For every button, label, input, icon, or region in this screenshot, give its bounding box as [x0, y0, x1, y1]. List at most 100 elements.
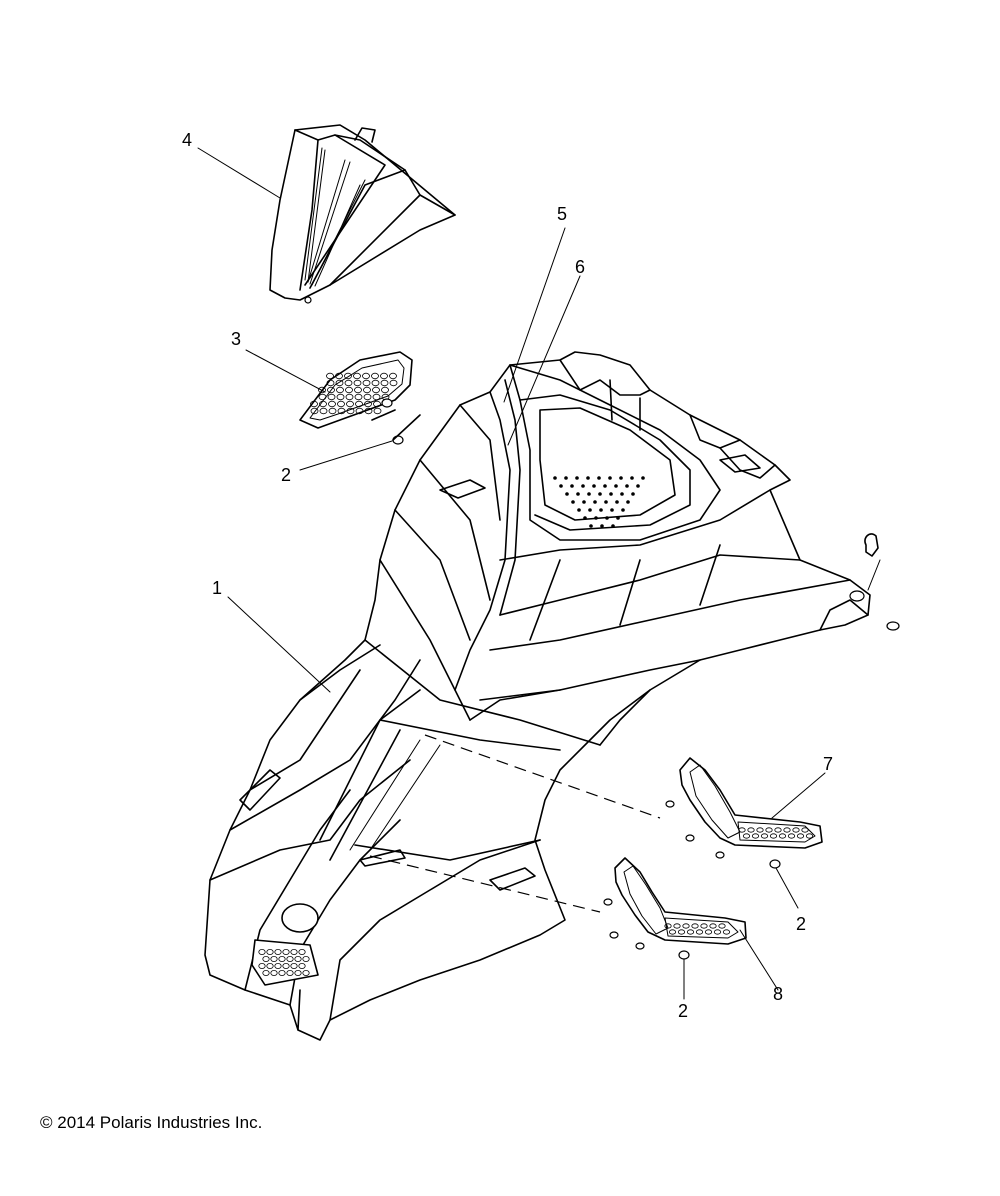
mesh-cell	[266, 963, 274, 970]
mesh-cell	[774, 827, 782, 833]
mesh-cell	[270, 956, 278, 963]
mesh-cell	[673, 923, 681, 929]
mesh-cell	[337, 407, 346, 415]
perforation-dot	[610, 508, 614, 512]
callout-6: 6	[575, 257, 585, 277]
perforation-dot	[587, 492, 591, 496]
perforation-dot	[559, 484, 563, 488]
mesh-cell	[668, 929, 677, 935]
perforation-dot	[582, 500, 586, 504]
callout-4: 4	[182, 130, 192, 150]
mesh-cell	[326, 372, 334, 380]
perforation-dot	[620, 492, 624, 496]
mesh-cell	[327, 393, 336, 401]
front-grille-mesh	[258, 949, 310, 977]
mesh-cell	[258, 949, 266, 956]
mesh-cell	[364, 400, 372, 408]
mesh-cell	[335, 379, 344, 387]
perforation-dot	[581, 484, 585, 488]
mesh-cell	[686, 929, 695, 935]
mesh-cell	[691, 923, 699, 929]
perforation-dot	[625, 484, 629, 488]
mesh-cell	[328, 407, 337, 415]
mesh-cell	[796, 833, 805, 839]
mesh-cell	[345, 386, 353, 394]
mesh-cell	[783, 827, 791, 833]
perforation-dot	[641, 476, 645, 480]
part-1-hood	[204, 351, 871, 1041]
mesh-cell	[380, 372, 388, 380]
mesh-cell	[805, 833, 814, 839]
perforation-dot	[604, 500, 608, 504]
assembly-line	[424, 734, 661, 819]
mesh-cell	[713, 929, 722, 935]
bracket-mesh	[738, 827, 814, 839]
mesh-cell	[344, 372, 352, 380]
perforation-dot	[583, 516, 587, 520]
mesh-cell	[355, 400, 363, 408]
mesh-cell	[327, 386, 335, 394]
callout-5: 5	[557, 204, 567, 224]
perforation-dot	[598, 492, 602, 496]
mesh-cell	[262, 956, 270, 963]
grille-mesh	[310, 372, 398, 415]
perforation-dot	[599, 508, 603, 512]
mesh-cell	[664, 923, 672, 929]
mesh-cell	[337, 400, 345, 408]
mesh-cell	[389, 379, 398, 387]
perforation-dot	[611, 524, 615, 528]
mesh-cell	[380, 379, 389, 387]
mesh-cell	[704, 929, 713, 935]
perforation-dot	[631, 492, 635, 496]
mesh-cell	[787, 833, 796, 839]
perforation-dot	[565, 492, 569, 496]
perforation-dot	[630, 476, 634, 480]
mesh-cell	[747, 827, 755, 833]
perforation-dot	[577, 508, 581, 512]
mesh-cell	[282, 949, 290, 956]
mesh-cell	[328, 400, 336, 408]
mesh-cell	[336, 386, 344, 394]
perforation-dot	[605, 516, 609, 520]
part-4-windshield	[269, 124, 456, 304]
mesh-cell	[354, 393, 363, 401]
perforation-dot	[564, 476, 568, 480]
mesh-cell	[353, 372, 361, 380]
perforation-dot	[621, 508, 625, 512]
mesh-cell	[336, 393, 345, 401]
vent-perforations	[553, 476, 645, 528]
mesh-cell	[372, 386, 380, 394]
mesh-cell	[354, 386, 362, 394]
perforation-dot	[592, 484, 596, 488]
perforation-dot	[603, 484, 607, 488]
perforation-dot	[614, 484, 618, 488]
perforation-dot	[586, 476, 590, 480]
callout-7: 7	[823, 754, 833, 774]
callout-labels: 4 5 6 3 2 1 7 2 8 2	[182, 130, 833, 1021]
mesh-cell	[389, 372, 397, 380]
mesh-cell	[355, 407, 364, 415]
perforation-dot	[570, 484, 574, 488]
mesh-cell	[778, 833, 787, 839]
perforation-dot	[608, 476, 612, 480]
callout-1: 1	[212, 578, 222, 598]
mesh-cell	[738, 827, 746, 833]
mesh-cell	[765, 827, 773, 833]
perforation-dot	[571, 500, 575, 504]
mesh-cell	[756, 827, 764, 833]
mesh-cell	[318, 393, 327, 401]
mesh-cell	[302, 956, 310, 963]
mesh-cell	[371, 372, 379, 380]
callout-3: 3	[231, 329, 241, 349]
assembly-line	[369, 855, 601, 913]
perforation-dot	[589, 524, 593, 528]
mesh-cell	[373, 407, 382, 415]
mesh-cell	[346, 400, 354, 408]
mesh-cell	[290, 949, 298, 956]
mesh-cell	[286, 970, 294, 977]
mesh-cell	[718, 923, 726, 929]
mesh-cell	[362, 379, 371, 387]
mesh-cell	[326, 379, 335, 387]
mesh-cell	[364, 407, 373, 415]
